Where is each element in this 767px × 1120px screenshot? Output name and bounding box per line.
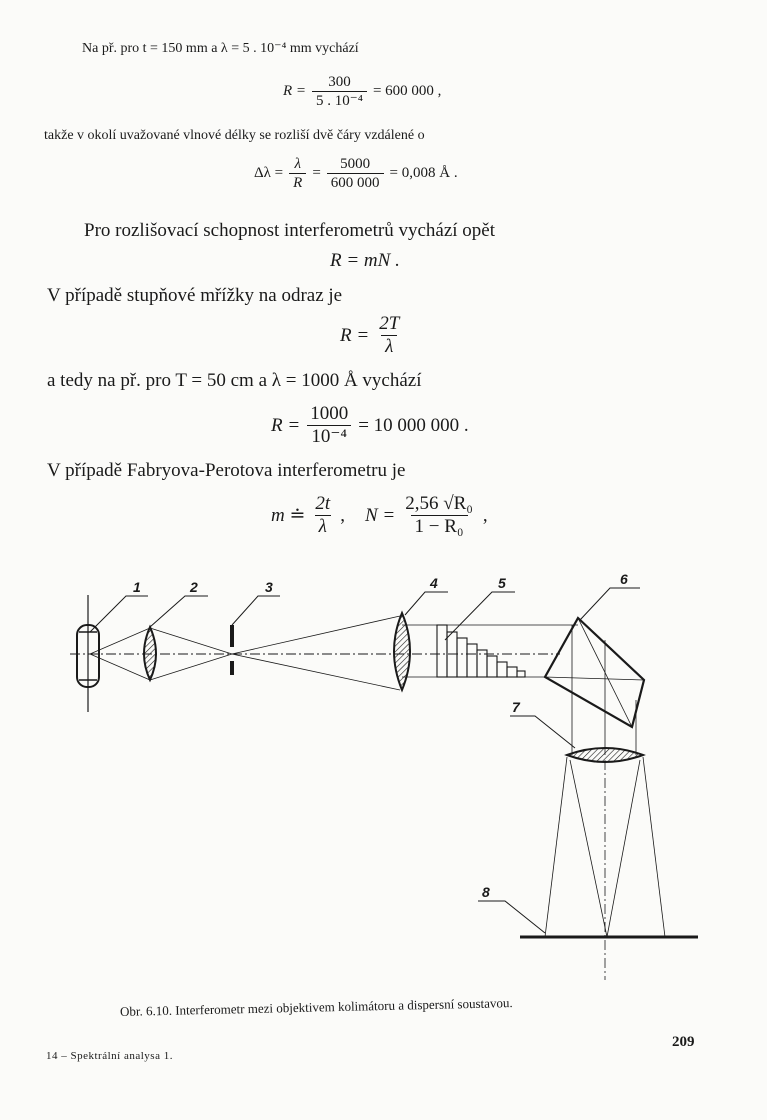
- echelon-grating: [436, 624, 526, 678]
- figure-label-1: 1: [133, 579, 141, 595]
- figure-labels: 1 2 3 4 5 6 7 8: [133, 571, 628, 900]
- eq1-den: 5 . 10⁻⁴: [312, 90, 367, 110]
- equation-6: m ≐ 2t λ , N = 2,56 √R₀ 1 − R₀ ,: [271, 493, 488, 538]
- eq2-eq: =: [312, 165, 321, 181]
- condenser-lens: [143, 624, 157, 683]
- figure-label-3: 3: [265, 579, 273, 595]
- figure-caption: Obr. 6.10. Interferometr mezi objektivem…: [119, 995, 513, 1019]
- equation-5: R = 1000 10⁻⁴ = 10 000 000 .: [271, 403, 469, 448]
- figure-label-2: 2: [189, 579, 198, 595]
- paragraph-4: V případě Fabryova-Perotova interferomet…: [47, 460, 406, 481]
- eq2-lhs: Δλ =: [254, 165, 284, 181]
- eq2-f2-num: 5000: [340, 156, 371, 172]
- eq6-num: 2t: [315, 493, 331, 514]
- eq6-fraction-1: 2t λ: [311, 493, 334, 538]
- figure-label-7: 7: [512, 699, 521, 715]
- rays-focal: [544, 756, 666, 980]
- camera-lens: [564, 747, 646, 763]
- eq2-rhs: = 0,008 Å .: [389, 165, 458, 181]
- figure-label-5: 5: [498, 575, 506, 591]
- interferometer-figure: 1 2 3 4 5 6 7 8: [70, 571, 698, 980]
- text-line-2: takže v okolí uvažované vlnové délky se …: [44, 128, 425, 143]
- prism: [543, 616, 646, 729]
- eq1-rhs: = 600 000 ,: [372, 83, 442, 99]
- eq1-fraction: 300 5 . 10⁻⁴: [312, 74, 367, 109]
- eq6-num2: 2,56 √R₀: [405, 493, 473, 514]
- equation-1: R = 300 5 . 10⁻⁴ = 600 000 ,: [283, 74, 441, 109]
- figure-label-6: 6: [620, 571, 628, 587]
- paragraph-1: Pro rozlišovací schopnost interferometrů…: [84, 220, 496, 241]
- equation-2: Δλ = λ R = 5000 600 000 = 0,008 Å .: [254, 156, 458, 191]
- eq2-fraction-1: λ R: [289, 156, 307, 192]
- parallel-beam: [402, 624, 578, 678]
- eq1-lhs: R =: [283, 83, 307, 99]
- eq5-rhs: = 10 000 000 .: [358, 414, 469, 436]
- eq6-den: λ: [314, 514, 331, 538]
- eq4-num: 2T: [379, 313, 400, 334]
- text-line-1: Na př. pro t = 150 mm a λ = 5 . 10⁻⁴ mm …: [82, 41, 359, 56]
- page-number: 209: [672, 1034, 695, 1050]
- light-source: [76, 595, 100, 712]
- eq4-lhs: R =: [340, 324, 370, 346]
- eq4-den: λ: [381, 334, 398, 358]
- figure-label-4: 4: [429, 575, 438, 591]
- eq6-sep: ,: [340, 504, 345, 526]
- eq5-den: 10⁻⁴: [307, 424, 352, 448]
- eq1-num: 300: [328, 74, 351, 90]
- figure-label-8: 8: [482, 884, 490, 900]
- paragraph-3: a tedy na př. pro T = 50 cm a λ = 1000 Å…: [47, 370, 422, 391]
- collimator-lens: [393, 610, 411, 693]
- eq6-end: ,: [482, 504, 488, 526]
- eq4-fraction: 2T λ: [375, 313, 403, 358]
- leader-lines: [89, 587, 640, 934]
- eq6-den2: 1 − R₀: [410, 514, 468, 538]
- eq2-f1-num: λ: [294, 156, 301, 172]
- paragraph-2: V případě stupňové mřížky na odraz je: [47, 285, 343, 306]
- eq2-fraction-2: 5000 600 000: [326, 156, 384, 192]
- equation-4: R = 2T λ: [340, 313, 403, 358]
- rays-prism-camera: [571, 625, 637, 755]
- eq6-lhs: m ≐: [271, 505, 306, 527]
- eq2-f1-den: R: [289, 172, 307, 192]
- rays-source: [89, 627, 233, 681]
- footer-signature: 14 – Spektrální analysa 1.: [46, 1050, 173, 1062]
- eq5-num: 1000: [310, 403, 349, 424]
- equation-3: R = mN .: [330, 250, 400, 271]
- eq6-lhs2: N =: [364, 504, 396, 526]
- eq5-fraction: 1000 10⁻⁴: [306, 403, 352, 448]
- eq6-fraction-2: 2,56 √R₀ 1 − R₀: [401, 493, 477, 538]
- eq5-lhs: R =: [271, 414, 301, 436]
- eq2-f2-den: 600 000: [326, 172, 384, 192]
- rays-collimator: [231, 615, 401, 691]
